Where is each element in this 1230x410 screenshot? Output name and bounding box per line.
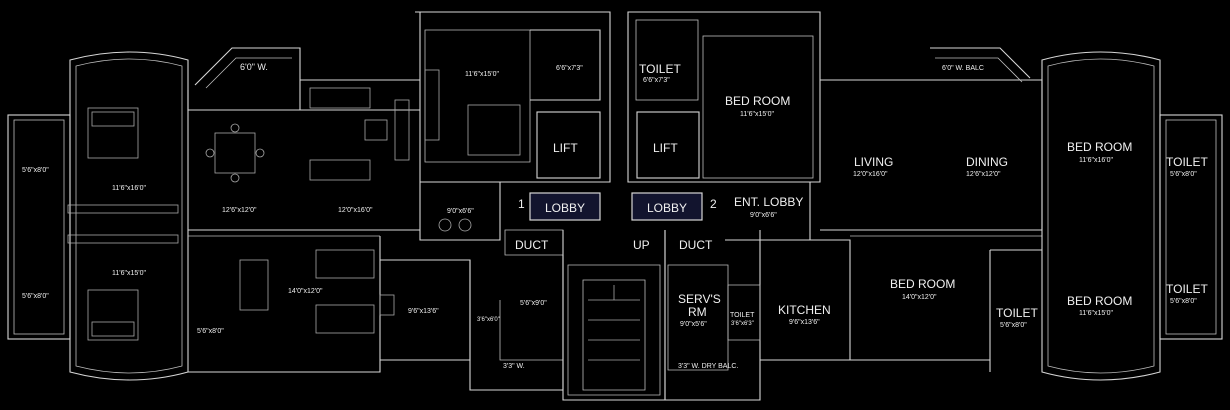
left-small-wc-dim: 3'6"x6'0" <box>477 317 500 323</box>
right-serv-room-name-2: RM <box>688 305 707 319</box>
right-top-bedroom-dim: 11'6"x15'0" <box>740 111 774 118</box>
left-living-dim: 12'0"x16'0" <box>338 207 373 214</box>
right-top-toilet-dim: 6'6"x7'3" <box>643 77 670 84</box>
right-small-toilet-dim: 3'6"x6'3" <box>731 321 754 327</box>
lobby-2-label: LOBBY <box>647 201 687 215</box>
right-toilet-3-dim: 5'6"x8'0" <box>1170 171 1197 178</box>
right-bedroom-2-name: BED ROOM <box>890 277 955 291</box>
right-bedroom-3-dim: 11'6"x16'0" <box>1079 157 1113 164</box>
left-serv-room-dim: 5'6"x9'0" <box>520 300 547 307</box>
right-balcony-label: 6'0" W. BALC <box>942 65 984 72</box>
duct-2-label: DUCT <box>679 238 713 252</box>
furniture <box>67 69 640 361</box>
right-top-bedroom-name: BED ROOM <box>725 94 790 108</box>
right-bedroom-4-name: BED ROOM <box>1067 294 1132 308</box>
right-bedroom-2-dim: 14'0"x12'0" <box>902 294 937 301</box>
right-living-name: LIVING <box>854 155 893 169</box>
left-bedroom-2-dim: 11'6"x15'0" <box>112 270 146 277</box>
left-kitchen-dim: 9'6"x13'6" <box>408 308 439 315</box>
right-top-toilet-name: TOILET <box>639 62 681 76</box>
walls <box>7 11 1223 401</box>
left-toilet-3-dim: 5'6"x8'0" <box>197 328 224 335</box>
right-kitchen-dim: 9'6"x13'6" <box>789 319 820 326</box>
right-living-dim: 12'0"x16'0" <box>853 171 888 178</box>
right-toilet-2-dim: 5'6"x8'0" <box>1000 322 1027 329</box>
lobby-2-number: 2 <box>710 197 717 211</box>
right-serv-room-dim: 9'0"x5'6" <box>680 321 707 328</box>
left-toilet-1-dim: 5'6"x8'0" <box>22 167 49 174</box>
lobby-1-box <box>529 192 601 221</box>
lobby-1-number: 1 <box>518 197 525 211</box>
right-ent-lobby-name: ENT. LOBBY <box>734 195 803 209</box>
right-dining-dim: 12'6"x12'0" <box>966 171 1001 178</box>
right-bedroom-3-name: BED ROOM <box>1067 140 1132 154</box>
lift-1-label: LIFT <box>553 141 578 155</box>
duct-1-label: DUCT <box>515 238 549 252</box>
stair-up-label: UP <box>633 238 650 252</box>
right-dining-name: DINING <box>966 155 1008 169</box>
lift-2-label: LIFT <box>653 141 678 155</box>
lobby-1-label: LOBBY <box>545 201 585 215</box>
left-dining-dim: 12'6"x12'0" <box>222 207 257 214</box>
right-dry-balcony-label: 3'3" W. DRY BALC. <box>678 363 738 370</box>
left-dry-balcony-label: 3'3" W. <box>503 363 525 370</box>
right-kitchen-name: KITCHEN <box>778 303 831 317</box>
left-ent-lobby-dim: 9'0"x6'6" <box>447 208 474 215</box>
left-top-bedroom-dim: 11'6"x15'0" <box>465 71 499 78</box>
left-toilet-2-dim: 5'6"x8'0" <box>22 293 49 300</box>
right-toilet-3-name: TOILET <box>1166 155 1208 169</box>
right-ent-lobby-dim: 9'0"x6'6" <box>750 212 777 219</box>
left-bedroom-3-dim: 14'0"x12'0" <box>288 288 323 295</box>
right-serv-room-name: SERV'S <box>678 292 721 306</box>
lobby-2-box <box>631 192 703 221</box>
left-top-toilet-dim: 6'6"x7'3" <box>556 65 583 72</box>
left-balcony-label: 6'0" W. <box>240 62 268 72</box>
right-small-toilet-name: TOILET <box>730 312 755 319</box>
right-bedroom-4-dim: 11'6"x15'0" <box>1079 310 1113 317</box>
right-toilet-4-name: TOILET <box>1166 282 1208 296</box>
right-toilet-4-dim: 5'6"x8'0" <box>1170 298 1197 305</box>
right-toilet-2-name: TOILET <box>996 306 1038 320</box>
left-bedroom-1-dim: 11'6"x16'0" <box>112 185 146 192</box>
